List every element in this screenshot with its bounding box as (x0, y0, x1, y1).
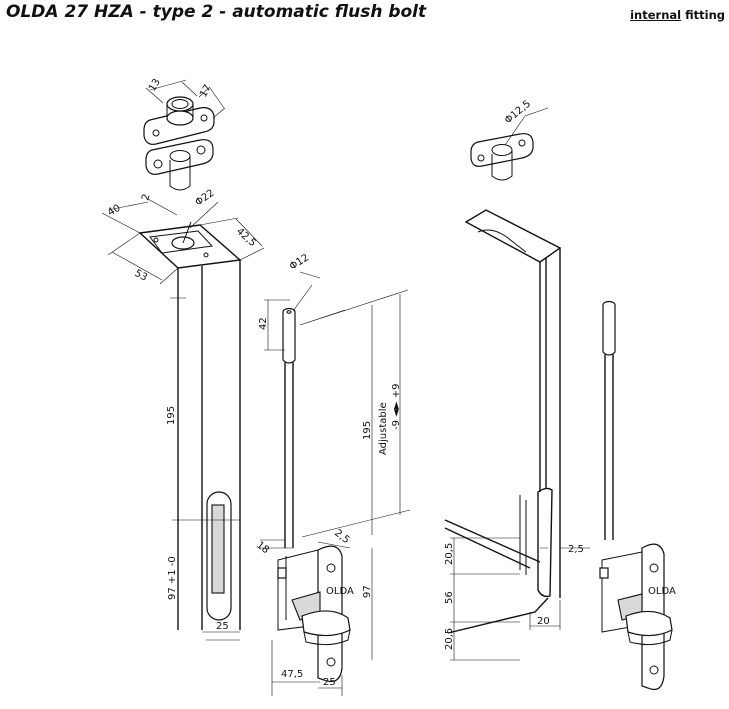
dim-195-mid: 195 (362, 421, 373, 440)
fitting-type-strong: internal (630, 8, 682, 22)
dim-42-5: 42,5 (234, 226, 258, 249)
flush-bolt-body: OLDA (277, 545, 354, 683)
dim-47-5: 47,5 (281, 669, 303, 680)
dim-25-left: 25 (216, 621, 229, 632)
page-title: OLDA 27 HZA - type 2 - automatic flush b… (6, 2, 427, 22)
dim-2: 2 (140, 193, 152, 202)
door-right-section (444, 209, 562, 634)
dim-phi22: Φ22 (193, 188, 216, 209)
dim-2-5-right: 2,5 (568, 544, 584, 555)
dim-17: 17 (198, 83, 214, 100)
dim-2-5-mid: 2,5 (332, 528, 351, 546)
flush-bolt-rod (282, 307, 296, 548)
dim-56: 56 (444, 591, 455, 604)
strike-plate-right: Φ12,5 (470, 98, 549, 181)
flush-bolt-right: OLDA (599, 300, 676, 691)
olda-logo-mid: OLDA (326, 586, 354, 597)
fitting-type-label: internal fitting (630, 8, 725, 22)
dim-25-mid: 25 (323, 677, 336, 688)
dim-phi12-5: Φ12,5 (503, 98, 533, 126)
dim-195-left: 195 (166, 406, 177, 425)
adjustable-range: -9 ◄► +9 (391, 384, 402, 430)
dim-18: 18 (254, 540, 271, 557)
dim-42: 42 (258, 317, 269, 330)
adjustable-label: Adjustable (378, 402, 389, 455)
dim-53: 53 (133, 268, 149, 284)
dim-20: 20 (537, 616, 550, 627)
olda-logo-right: OLDA (648, 586, 676, 597)
dim-97-mid: 97 (362, 585, 373, 598)
strike-plate-top (143, 96, 215, 145)
dim-20-5-top: 20,5 (444, 543, 455, 565)
strike-plate-bottom (145, 139, 214, 191)
dim-20-5-bot: 20,5 (444, 628, 455, 650)
door-left-section (138, 221, 242, 630)
dim-97-tol: 97 +1 -0 (167, 556, 178, 600)
dim-phi12: Φ12 (288, 252, 311, 272)
fitting-type-rest: fitting (681, 8, 725, 22)
